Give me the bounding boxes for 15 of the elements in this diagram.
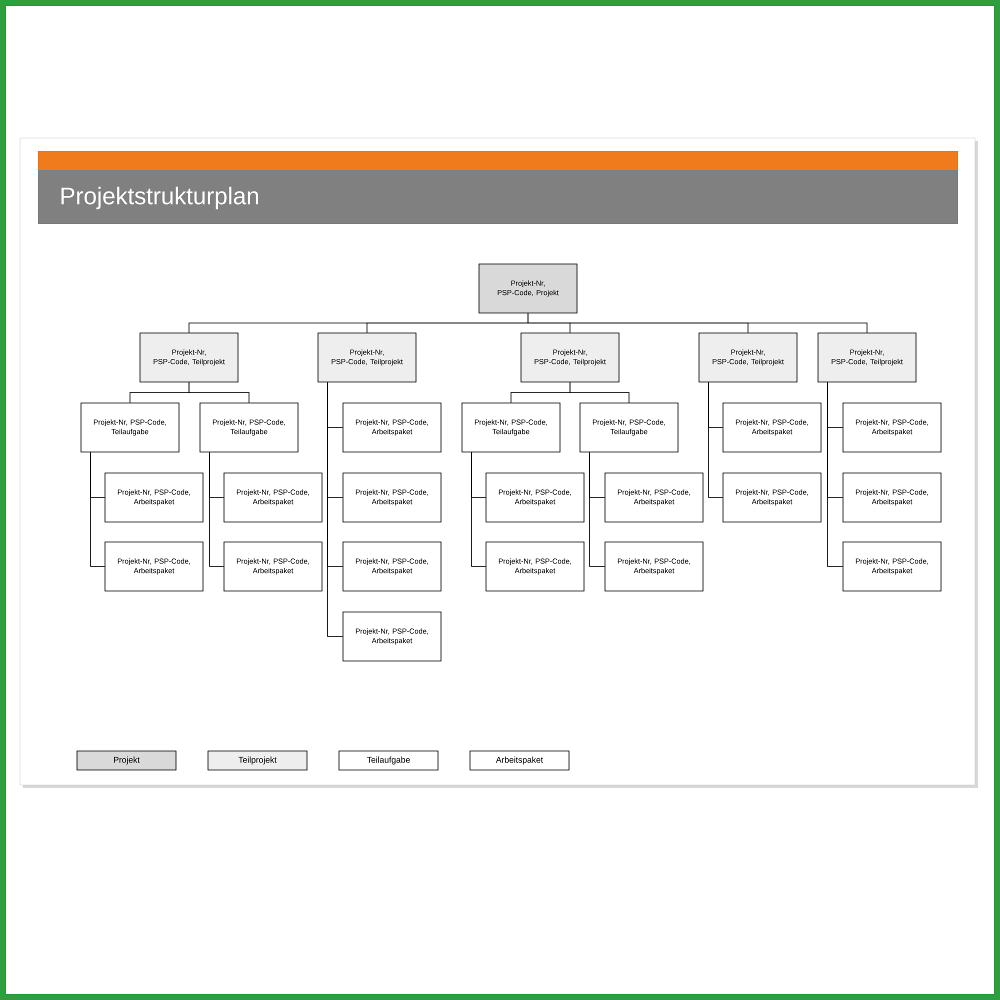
connector-line	[471, 452, 486, 567]
legend-item: Projekt	[76, 750, 176, 770]
title-bar: Projektstrukturplan	[38, 170, 958, 224]
connector-line	[188, 382, 250, 403]
connector-line	[327, 382, 343, 637]
legend-item: Teilprojekt	[208, 750, 308, 770]
connector-line	[708, 382, 724, 498]
connector-line	[209, 452, 224, 567]
connector-line	[589, 452, 605, 567]
legend-item: Teilaufgabe	[338, 750, 438, 770]
connector-line	[827, 382, 843, 567]
connector-line	[90, 452, 105, 567]
connector-line	[528, 313, 868, 333]
connector-line	[570, 382, 630, 403]
legend-item: Arbeitspaket	[470, 750, 570, 770]
